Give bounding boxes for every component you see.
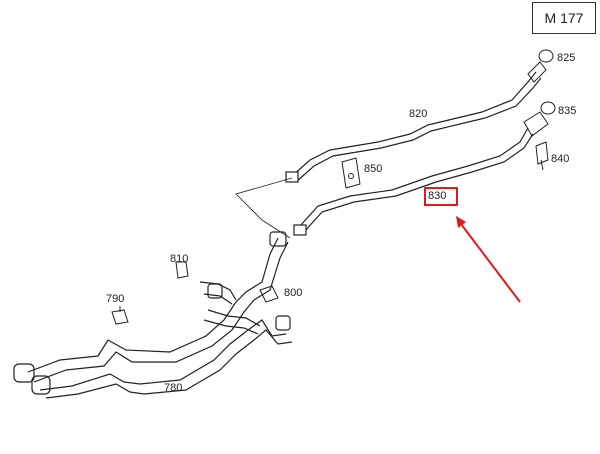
bolt-810 bbox=[175, 261, 189, 279]
clip-800 bbox=[259, 285, 279, 303]
fittings-right bbox=[523, 49, 556, 171]
highlight-arrow bbox=[457, 219, 521, 303]
callout-820: 820 bbox=[409, 108, 427, 120]
callout-810: 810 bbox=[170, 253, 188, 265]
o-ring-825 bbox=[538, 49, 554, 63]
callout-825: 825 bbox=[557, 52, 575, 64]
callout-800: 800 bbox=[284, 287, 302, 299]
highlight-arrowhead bbox=[456, 216, 466, 228]
hose-assembly-780 bbox=[13, 231, 293, 399]
clamp-850 bbox=[341, 157, 361, 189]
callout-840: 840 bbox=[551, 153, 569, 165]
highlight-box bbox=[424, 187, 458, 206]
guide-lines bbox=[235, 177, 293, 239]
pipe-820 bbox=[285, 71, 542, 183]
callout-850: 850 bbox=[364, 163, 382, 175]
pipe-830 bbox=[293, 127, 534, 236]
model-tag-text: M 177 bbox=[544, 10, 584, 26]
callout-830: 830 bbox=[428, 190, 446, 202]
model-tag: M 177 bbox=[532, 2, 596, 34]
callout-790: 790 bbox=[106, 293, 124, 305]
o-ring-835 bbox=[540, 101, 556, 115]
callout-835: 835 bbox=[558, 105, 576, 117]
callout-780: 780 bbox=[164, 382, 182, 394]
bolt-790 bbox=[111, 306, 129, 325]
